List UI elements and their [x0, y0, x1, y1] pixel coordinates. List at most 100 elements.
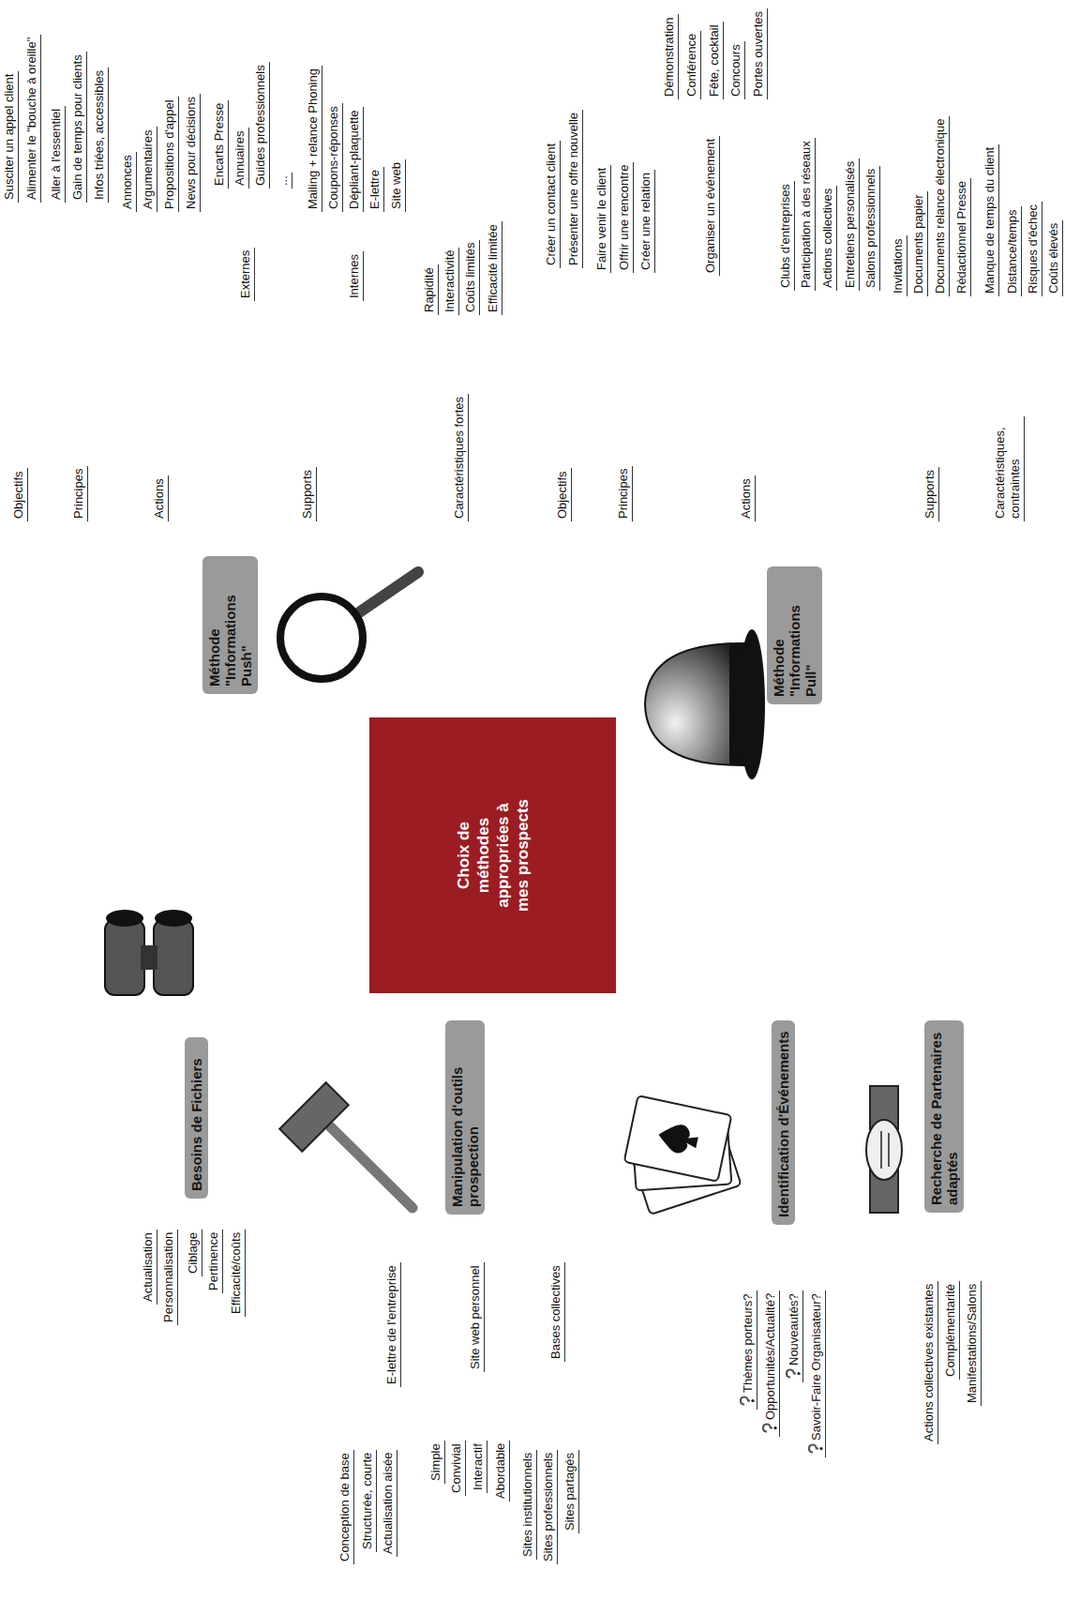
- branch-text: Objectifs: [11, 470, 26, 519]
- branch-text: Coûts élevés: [1046, 223, 1061, 294]
- hat-illustration: [645, 629, 765, 780]
- branch-text: Propositions d'appel: [162, 99, 177, 210]
- branch-box: Méthode "Informations Pull": [766, 566, 823, 705]
- branch-label: Structurée, courte: [360, 1449, 377, 1552]
- hat-dome: [645, 643, 747, 765]
- branch-text: Rédactionnel Presse: [954, 180, 969, 294]
- branch-text: Sites partagés: [562, 1452, 577, 1530]
- hands: [866, 1119, 902, 1180]
- branch-label: Présenter une offre nouvelle: [566, 109, 584, 269]
- branch-label: Nouveautés?: [785, 1290, 804, 1382]
- branch-label: Entretiens personalisés: [842, 158, 860, 291]
- branch-label: Alimenter le "bouche à oreille": [24, 34, 42, 203]
- branch-label: Rapidité: [421, 264, 439, 315]
- question-hook: [740, 1396, 750, 1405]
- branch-text: News pour décisions: [183, 96, 198, 210]
- branch-label: Complémentarité: [943, 1280, 960, 1380]
- branch-text: Principes: [615, 468, 630, 519]
- magnifier-lens: [280, 596, 363, 679]
- branch-title: Méthode "Informations Pull": [770, 604, 819, 697]
- branch-title: Méthode "Informations Push": [206, 594, 255, 687]
- binocular-lens: [154, 909, 193, 927]
- branch-title: Besoins de Fichiers: [188, 1057, 205, 1191]
- branch-label: Invitations: [890, 235, 908, 297]
- branch-label: Interactif: [470, 1440, 488, 1493]
- cards-illustration: [624, 1095, 742, 1215]
- branch-text: Actualisation: [140, 1231, 155, 1302]
- question-icon: [762, 1422, 778, 1434]
- branch-label: Internes: [346, 251, 364, 301]
- branch-label: Supports: [300, 466, 317, 522]
- branch-text: Infos triées, accessibles: [91, 70, 106, 200]
- branch-text: Aller à l'essentiel: [48, 108, 63, 200]
- branch-label: Manque de temps du client: [982, 144, 1000, 297]
- branch-text: Abordable: [493, 1442, 508, 1499]
- branch-text: Fête, cocktail: [706, 24, 721, 97]
- branch-label: Sites institutionnels: [520, 1449, 538, 1560]
- branch-label: Supports: [922, 466, 940, 522]
- branch-label: Argumentaires: [140, 126, 158, 212]
- branch-label: Efficacité limitée: [485, 221, 503, 315]
- branch-text: Distance/temps: [1005, 209, 1020, 294]
- branch-label: Sites professionnels: [540, 1449, 558, 1564]
- branch-label: Encarts Presse: [211, 100, 229, 189]
- branch-label: Actions: [151, 475, 169, 522]
- branch-label: E-lettre: [367, 166, 385, 212]
- branch-label: Créer un contact client: [543, 140, 561, 269]
- branch-label: Abordable: [493, 1440, 510, 1501]
- binocular-lens: [105, 909, 144, 927]
- central-topic: Choix de méthodes appropriées à mes pros…: [369, 717, 616, 993]
- branch-text: Site web personnel: [467, 1264, 482, 1369]
- playing-card: [624, 1095, 733, 1182]
- branch-text: Actualisation aisée: [380, 1452, 395, 1554]
- branch-text: Interactif: [470, 1442, 485, 1490]
- central-topic-text: Choix de méthodes appropriées à mes pros…: [453, 784, 533, 926]
- branch-text: Gain de temps pour clients: [70, 54, 85, 200]
- branch-text: Participation à des réseaux: [798, 140, 813, 288]
- branch-label: Documents papier: [911, 192, 929, 298]
- branch-label: ...: [275, 172, 293, 189]
- branch-text: Supports: [922, 469, 937, 519]
- branch-text: Organiser un événement: [703, 138, 718, 273]
- branch-text: Manque de temps du client: [982, 147, 997, 294]
- branch-title: Manipulation d'outils prospection: [449, 1066, 481, 1207]
- branch-box: Besoins de Fichiers: [184, 1036, 209, 1199]
- branch-label: Externes: [238, 247, 255, 301]
- branch-text: Actions collectives existantes: [921, 1283, 936, 1441]
- branch-label: Interactivité: [442, 247, 460, 315]
- branch-label: Coûts limités: [463, 240, 480, 315]
- branch-text: Objectifs: [555, 470, 570, 519]
- branch-label: Distance/temps: [1005, 206, 1022, 297]
- branch-label: Manifestations/Salons: [964, 1280, 982, 1406]
- branch-text: Mailing + relance Phoning: [305, 68, 320, 210]
- question-dot: [773, 1425, 777, 1429]
- question-dot: [819, 1446, 823, 1450]
- branch-box: Méthode "Informations Push": [202, 555, 258, 694]
- hammer-head: [279, 1081, 349, 1152]
- branch-text: Portes ouvertes: [750, 11, 765, 97]
- branch-label: Documents relance électronique: [932, 116, 950, 297]
- branch-text: Nouveautés?: [786, 1292, 801, 1365]
- branch-label: Risques d'échec: [1025, 201, 1043, 297]
- branch-label: Organiser un événement: [703, 135, 720, 276]
- binocular-bridge: [140, 945, 158, 970]
- branch-label: Conception de base: [337, 1449, 355, 1564]
- branch-label: Concours: [728, 41, 746, 100]
- branch-text: ...: [275, 175, 290, 186]
- question-dot: [750, 1398, 754, 1402]
- magnifier-illustration: [280, 571, 419, 679]
- question-dot: [796, 1371, 800, 1375]
- branch-text: Conception de base: [337, 1452, 352, 1561]
- fingers: [881, 1130, 889, 1169]
- branch-text: Actions collectives: [820, 188, 835, 288]
- branch-text: Supports: [300, 469, 315, 519]
- branch-text: Internes: [346, 254, 361, 299]
- branch-label: Sites partagés: [562, 1449, 580, 1533]
- branch-text: Clubs d'entreprises: [778, 183, 793, 288]
- branch-label: Fête, cocktail: [706, 21, 724, 100]
- branch-label: Infos triées, accessibles: [91, 67, 109, 203]
- branch-text: Principes: [71, 468, 86, 519]
- branch-label: Opportunités/Actualité?: [762, 1290, 780, 1437]
- branch-label: Annuaires: [232, 127, 250, 189]
- handshake-illustration: [866, 1085, 902, 1213]
